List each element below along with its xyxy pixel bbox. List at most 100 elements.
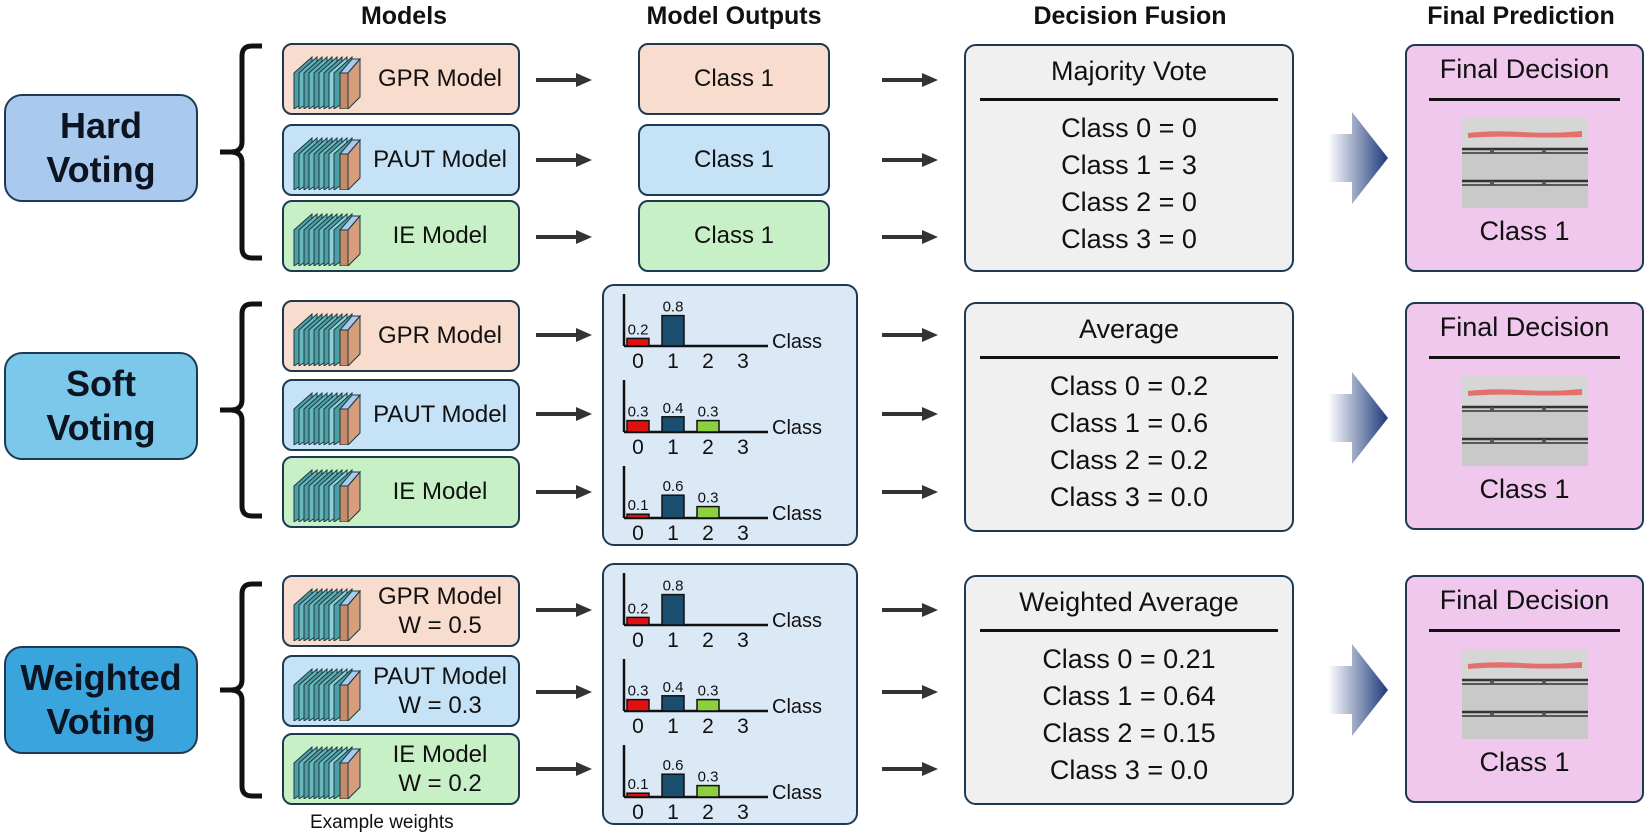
specimen-photo: [1462, 118, 1588, 208]
fusion-row: Class 1 = 0.6: [1049, 408, 1209, 438]
fusion-title: Average: [1078, 314, 1180, 344]
final-title: Final Decision: [1439, 312, 1610, 342]
hard-final-box: Final Decision Class 1: [1405, 44, 1644, 272]
bar: [626, 337, 650, 347]
tick-label: 1: [667, 522, 679, 545]
bar: [626, 513, 650, 519]
bar: [626, 419, 650, 433]
tick-label: 1: [667, 436, 679, 459]
final-title: Final Decision: [1439, 585, 1610, 615]
arrow-icon: [536, 602, 592, 618]
tick-label: 1: [667, 629, 679, 652]
fusion-row: Class 2 = 0.15: [1042, 718, 1216, 748]
bar-value-label: 0.3: [628, 404, 649, 421]
tick-label: 1: [667, 801, 679, 824]
bar-value-label: 0.3: [698, 683, 719, 700]
bar-value-label: 0.6: [663, 757, 684, 774]
cnn-icon: [292, 464, 364, 522]
final-class: Class 1: [1479, 216, 1570, 246]
bar-value-label: 0.4: [663, 679, 684, 696]
hard-gpr-model: GPR Model: [282, 43, 520, 115]
tick-label: 0: [632, 522, 644, 545]
weighted-brace-icon: [220, 581, 262, 799]
fusion-row: Class 0 = 0.2: [1049, 371, 1209, 401]
tick-label: 2: [702, 801, 714, 824]
cnn-icon: [292, 51, 364, 109]
bar-value-label: 0.8: [663, 578, 684, 595]
tick-label: 0: [632, 801, 644, 824]
soft-ie-model: IE Model: [282, 456, 520, 528]
bar: [696, 505, 720, 519]
bar: [696, 419, 720, 433]
bar-value-label: 0.1: [628, 776, 649, 793]
bar: [661, 416, 685, 433]
cnn-icon: [292, 387, 364, 445]
soft-voting-line1: Soft: [66, 363, 136, 404]
specimen-photo: [1462, 649, 1588, 739]
model-name: GPR Model: [377, 65, 503, 92]
fusion-row: Class 0 = 0.21: [1042, 644, 1216, 674]
cnn-icon: [292, 308, 364, 366]
bar: [626, 616, 650, 626]
soft-fusion-box: Average Class 0 = 0.2 Class 1 = 0.6 Clas…: [964, 302, 1294, 532]
tick-label: 1: [667, 350, 679, 373]
arrow-icon: [536, 152, 592, 168]
arrow-icon: [882, 761, 938, 777]
bar: [661, 494, 685, 519]
soft-brace-icon: [220, 301, 262, 519]
hard-paut-output: Class 1: [638, 124, 830, 196]
divider: [980, 356, 1278, 359]
example-weights-note: Example weights: [310, 812, 454, 833]
bar: [661, 314, 685, 347]
bar-value-label: 0.3: [698, 769, 719, 786]
tick-label: 2: [702, 715, 714, 738]
fusion-row: Class 1 = 3: [1061, 150, 1197, 180]
weighted-paut-model: PAUT Model W = 0.3: [282, 655, 520, 727]
hard-voting-line2: Voting: [46, 149, 156, 190]
arrow-icon: [882, 72, 938, 88]
tick-label: 0: [632, 350, 644, 373]
arrow-icon: [536, 229, 592, 245]
cnn-icon: [292, 208, 364, 266]
tick-label: 2: [702, 436, 714, 459]
arrow-icon: [882, 327, 938, 343]
fusion-row: Class 3 = 0.0: [1049, 482, 1209, 512]
tick-label: 2: [702, 629, 714, 652]
bar: [661, 773, 685, 798]
fusion-row: Class 0 = 0: [1061, 113, 1197, 143]
header-model-outputs: Model Outputs: [646, 2, 822, 30]
bar: [661, 695, 685, 712]
arrow-icon: [882, 484, 938, 500]
weighted-final-box: Final Decision Class 1: [1405, 575, 1644, 803]
tick-label: 2: [702, 350, 714, 373]
x-axis-label: Class: [772, 696, 822, 718]
hard-ie-output: Class 1: [638, 200, 830, 272]
tick-label: 3: [737, 629, 749, 652]
tick-label: 3: [737, 350, 749, 373]
x-axis-label: Class: [772, 331, 822, 353]
tick-label: 0: [632, 629, 644, 652]
arrow-icon: [536, 406, 592, 422]
big-arrow-icon: [1328, 372, 1388, 464]
arrow-icon: [882, 684, 938, 700]
arrow-icon: [536, 327, 592, 343]
bar-value-label: 0.2: [628, 321, 649, 338]
cnn-icon: [292, 741, 364, 799]
arrow-icon: [882, 152, 938, 168]
hard-brace-icon: [220, 43, 262, 261]
tick-label: 3: [737, 436, 749, 459]
model-name: PAUT Model: [373, 146, 507, 173]
divider: [1429, 356, 1620, 359]
soft-voting-line2: Voting: [46, 407, 156, 448]
bar: [696, 784, 720, 798]
model-name: GPR Model: [377, 583, 503, 610]
big-arrow-icon: [1328, 644, 1388, 736]
model-name: PAUT Model: [373, 401, 507, 428]
